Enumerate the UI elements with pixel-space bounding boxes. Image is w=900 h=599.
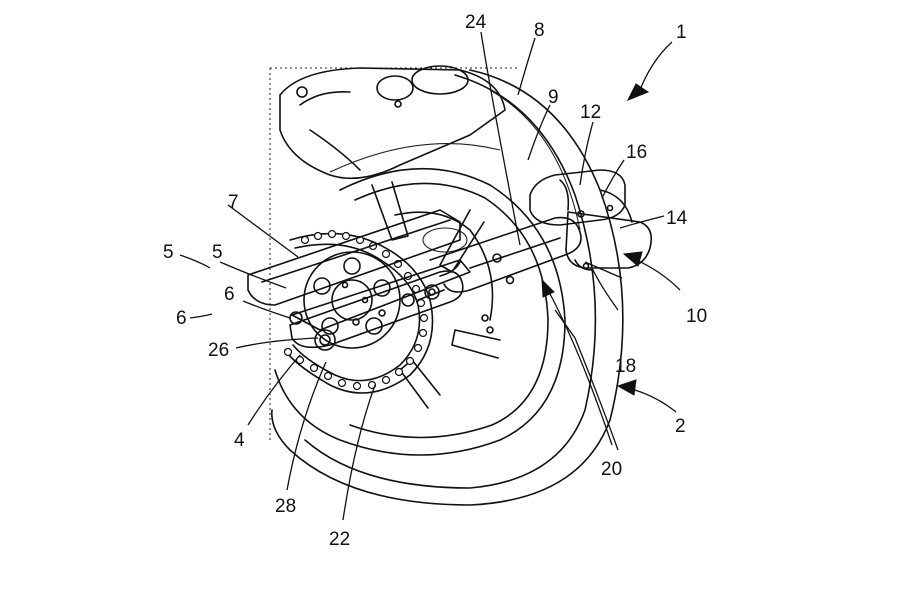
reference-numerals: 1 2 4 5 5 6 6 7 8 9 10 12 14 16 18 20 22… (163, 12, 707, 550)
arrow-20 (541, 278, 613, 446)
ref-numeral-22: 22 (329, 529, 350, 550)
ref-numeral-7: 7 (228, 192, 239, 213)
ref-numeral-8: 8 (534, 20, 545, 41)
ref-numeral-18: 18 (615, 356, 636, 377)
ref-numeral-5-outer: 5 (163, 242, 174, 263)
swing-arm (247, 209, 471, 331)
ref-numeral-5-inner: 5 (212, 242, 223, 263)
ref-numeral-1: 1 (676, 22, 687, 43)
ref-numeral-4: 4 (234, 430, 245, 451)
ref-numeral-9: 9 (548, 87, 559, 108)
ref-numeral-20: 20 (601, 459, 622, 480)
arrow-1 (626, 41, 673, 101)
ref-numeral-6-outer: 6 (176, 308, 187, 329)
ref-numeral-12: 12 (580, 102, 601, 123)
ref-numeral-26: 26 (208, 340, 229, 361)
ref-numeral-6-inner: 6 (224, 284, 235, 305)
arrow-10 (622, 251, 681, 291)
wheel-rim (274, 167, 566, 456)
ref-numeral-16: 16 (626, 142, 647, 163)
leader-lines (179, 31, 665, 521)
ref-numeral-24: 24 (465, 12, 487, 33)
arrow-2 (616, 379, 677, 413)
ref-numeral-28: 28 (275, 496, 296, 517)
axle-plate (289, 270, 464, 351)
ref-numeral-10: 10 (686, 306, 707, 327)
rear-tire (271, 69, 624, 506)
ref-numeral-14: 14 (666, 208, 688, 229)
lamp-carrier-arm (429, 216, 582, 293)
ref-numeral-2: 2 (675, 416, 686, 437)
exhaust-muffler (279, 65, 506, 180)
